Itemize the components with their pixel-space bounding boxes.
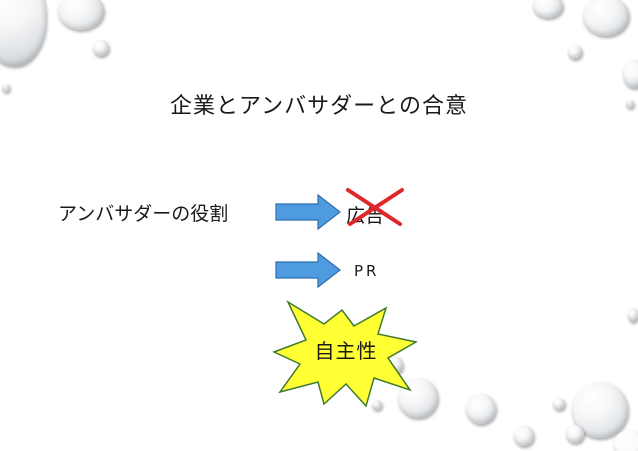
water-drop [623,60,638,88]
water-drop [626,100,634,108]
right-arrow-icon [275,251,341,289]
water-drop [372,400,382,410]
water-drop [93,40,109,56]
water-drop [514,426,534,446]
role-label: アンバサダーの役割 [58,203,229,225]
water-drop [628,308,638,322]
pr-text: PR [354,262,380,280]
starburst-shape [272,300,419,408]
water-drop [0,0,46,66]
water-drop [466,394,496,424]
starburst-label: 自主性 [314,339,378,363]
water-drop [58,0,104,30]
water-drop [614,430,638,451]
water-drop [553,398,565,410]
water-drop [566,425,584,443]
slide-title: 企業とアンバサダーとの合意 [170,94,468,119]
water-drop [583,0,629,36]
water-drop [2,84,10,92]
right-arrow-icon [275,193,341,231]
water-drop [568,45,582,59]
cross-mark-icon [346,188,404,226]
water-drop [533,0,563,18]
